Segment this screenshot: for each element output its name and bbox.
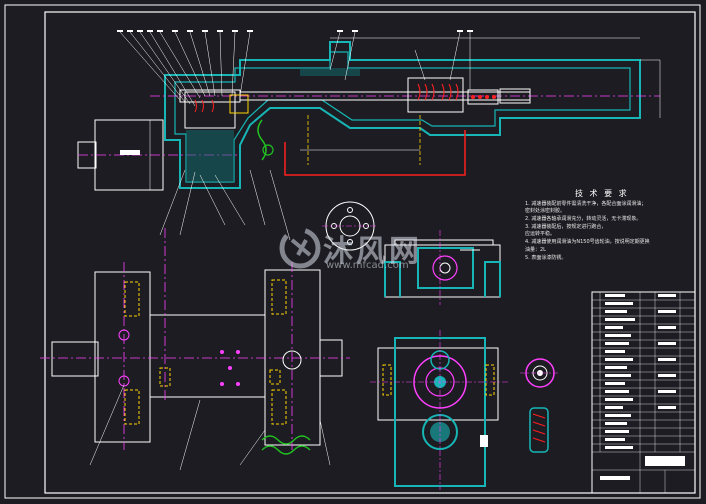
gear-pair-left [184,91,236,129]
plan-right-block [264,269,321,446]
watermark-text: 沐风网 [323,234,422,269]
gear-pair-right [407,77,464,113]
note-line: 应运转平稳。 [525,231,556,237]
plan-left-block [94,271,151,443]
side-section-view [384,230,501,305]
note-line: 4. 减速器使用润滑油为N150号齿轮油，按说明定期更换 [525,239,650,245]
watermark-url: www.mfcad.com [326,260,409,271]
outer-border [4,4,701,499]
main-section-view [77,30,661,241]
note-line: 3. 减速器装配后，按规定进行跑合， [525,224,607,230]
motor-plate [120,150,140,155]
flange-view [322,201,378,251]
gearbox-housing [164,41,641,189]
title-block [591,291,696,494]
plan-view [40,228,350,471]
note-line: 5. 表面涂漆防锈。 [525,255,567,261]
small-gear-view [520,358,560,453]
note-line: 油量：2L [525,247,546,253]
inner-border [44,11,696,494]
technical-requirements-title: 技 术 要 求 [575,189,629,198]
front-gearbox-view [370,330,510,490]
oil-pipe [284,130,466,176]
note-line: 2. 减速器各轴承润滑充分，转动灵活，无卡滞现象。 [525,216,642,222]
mfcad-logo-icon [279,227,321,269]
note-line: 1. 减速器装配前零件需清洗干净，各配合面涂润滑油； [525,201,647,207]
note-line: 密封处涂密封胶。 [525,208,566,214]
